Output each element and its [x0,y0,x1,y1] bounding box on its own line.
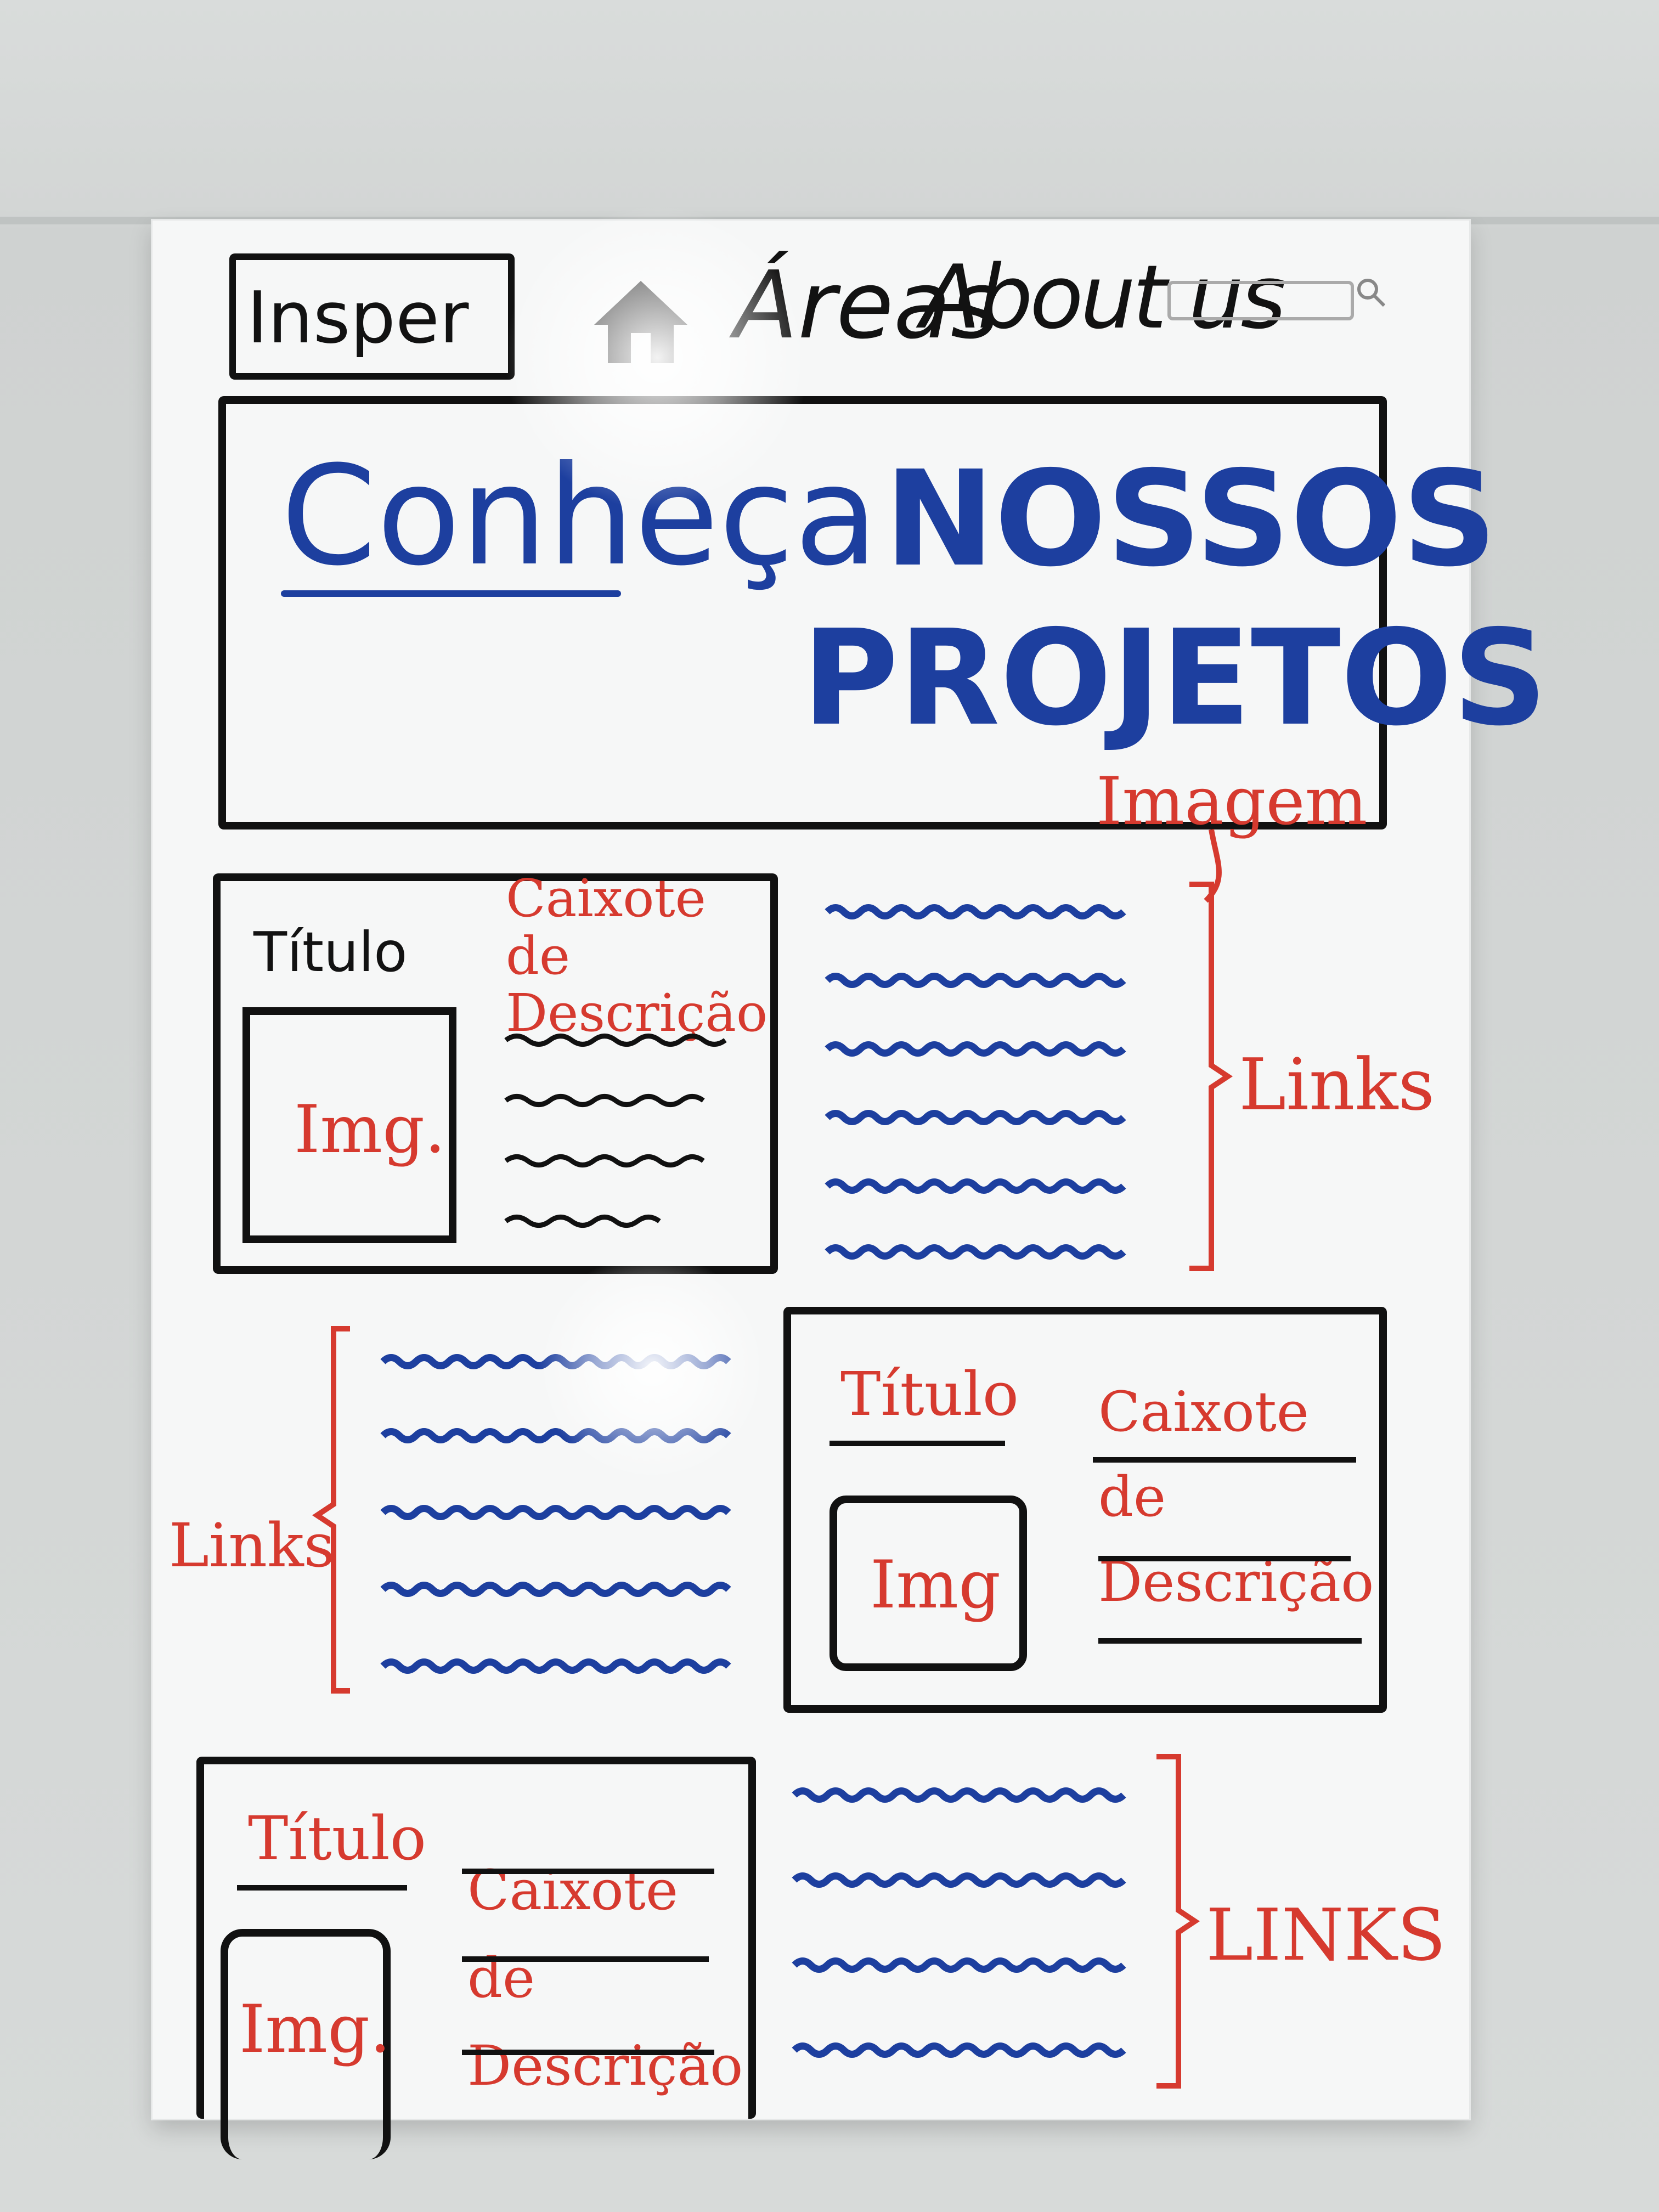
card-1-text-lines [504,1034,727,1228]
card-1-title: Título [253,920,408,984]
light-glare-top [504,204,811,511]
hero-image-note: Imagem [1096,764,1368,840]
links-2-label: Links [169,1510,335,1581]
links-1-brace [1189,882,1233,1271]
project-card-1[interactable]: Título Img. Caixote de Descrição [213,868,778,1274]
card-2-image-label: Img [870,1547,1001,1623]
hero-banner: Conheça NOSSOS PROJETOS [218,396,1548,830]
logo-text: Insper [247,276,469,359]
card-1-description: Caixote de Descrição [506,868,768,1043]
card-2-title: Título [840,1359,1019,1429]
card-3-title: Título [248,1803,427,1874]
card-3-title-underline [237,1885,407,1891]
links-1-wavy-list[interactable] [825,901,1156,1274]
card-3-line-1 [462,1869,714,1874]
hero-title-line2a: NOSSOS [884,442,1497,596]
card-2-line-1 [1093,1457,1356,1463]
card-1-image: Img. [242,1007,456,1243]
card-2-line-3 [1098,1638,1362,1644]
card-3-line-2 [462,1956,709,1962]
card-2-image: Img [830,1496,1027,1671]
nav-about-us[interactable]: About us [921,246,1286,348]
project-card-3[interactable]: Título Img. Caixote de Descrição [196,1757,756,2159]
card-1-image-label: Img. [294,1092,446,1168]
links-3-wavy-list[interactable] [792,1784,1135,2069]
hero-title-line2b: PROJETOS [802,601,1548,755]
card-2-description: Caixote de Descrição [1098,1380,1374,1614]
light-glare-middle [537,1252,767,1482]
project-card-2[interactable]: Título Img Caixote de Descrição [783,1307,1387,1713]
links-2-brace [312,1326,350,1694]
search-input[interactable] [1167,281,1354,320]
logo-box[interactable]: Insper [229,253,515,380]
whiteboard: Insper Áreas About us Conheça NOSSOS PRO… [153,204,1548,2159]
links-1-label: Links [1239,1043,1435,1126]
card-3-line-3 [462,2050,714,2055]
links-3-brace [1156,1754,1200,2089]
hero-underline [281,590,621,597]
card-3-image: Img. [221,1929,391,2159]
search-icon[interactable] [1354,275,1387,308]
card-2-title-underline [830,1441,1005,1446]
card-3-image-label: Img. [239,1991,391,2068]
links-3-label: LINKS [1206,1893,1446,1977]
card-3-description: Caixote de Descrição [467,1858,743,2098]
card-2-line-2 [1098,1556,1351,1561]
